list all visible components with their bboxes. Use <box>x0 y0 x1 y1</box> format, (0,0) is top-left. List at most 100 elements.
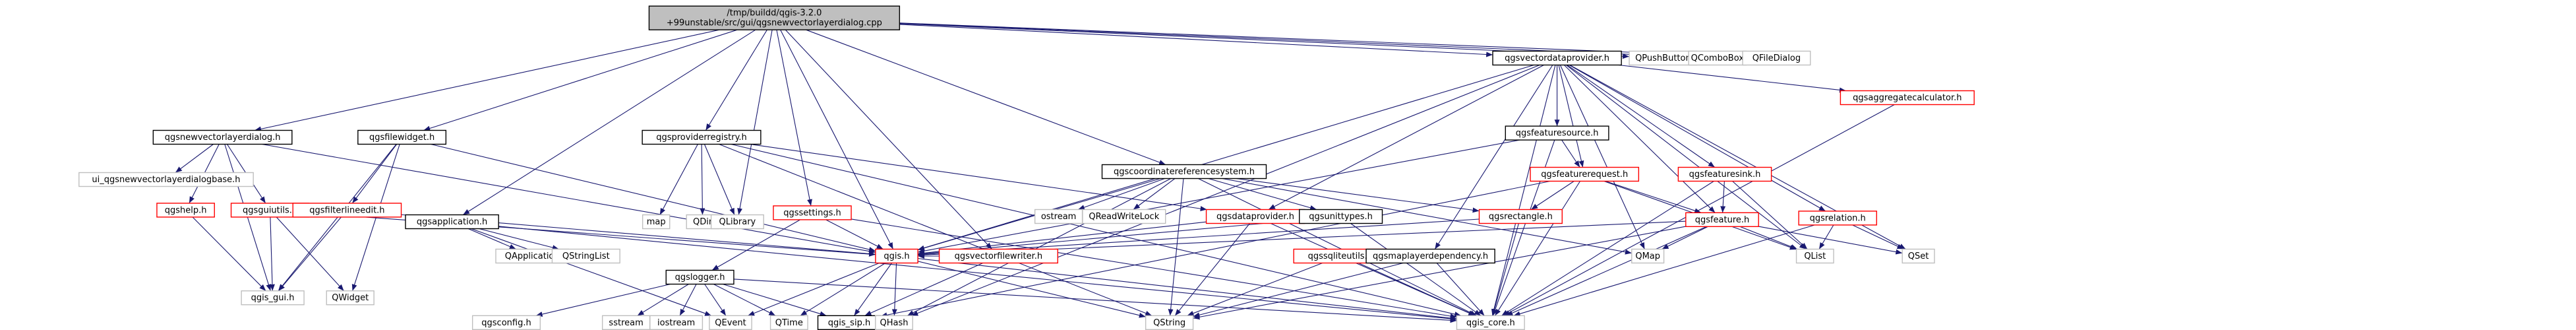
node-qwidget: QWidget <box>326 290 374 306</box>
node-qgis[interactable]: qgis.h <box>875 248 918 264</box>
node-label: QDir <box>693 217 713 227</box>
node-fsrc[interactable]: qgsfeaturesource.h <box>1505 125 1609 141</box>
edge-vfw-to-qsip <box>864 262 984 316</box>
edge-vdp-to-aggc <box>1618 64 1846 93</box>
node-label: QWidget <box>332 293 369 303</box>
node-help[interactable]: qgshelp.h <box>156 203 215 218</box>
node-guiut[interactable]: qgsguiutils.h <box>230 203 310 218</box>
node-label: qgsfilewidget.h <box>369 133 434 143</box>
edge-feat-to-qlist <box>1739 226 1798 250</box>
edge-dprov-to-qstring <box>1174 223 1250 316</box>
node-fw[interactable]: qgsfilewidget.h <box>357 129 447 145</box>
node-box <box>1456 315 1525 330</box>
node-label: QLibrary <box>719 217 756 227</box>
node-box <box>1798 211 1877 226</box>
edge-fw-to-qwidget <box>351 144 400 291</box>
edge-logger-to-qconfig <box>535 283 671 317</box>
node-vfw[interactable]: qgsvectorfilewriter.h <box>938 248 1058 264</box>
edge-preg-to-qstring <box>719 143 1153 316</box>
edge-root-to-vfw <box>785 29 992 249</box>
node-logger[interactable]: qgslogger.h <box>665 269 734 285</box>
node-label: qgsnewvectorlayerdialog.h <box>165 133 281 143</box>
edge-app-to-qapp <box>467 228 516 250</box>
node-fle[interactable]: qgsfilterlineedit.h <box>292 203 402 218</box>
edge-slite-to-qcore <box>1356 262 1476 316</box>
edge-layer <box>175 22 1906 323</box>
node-freq[interactable]: qgsfeaturerequest.h <box>1530 166 1640 182</box>
node-box <box>551 248 620 264</box>
edge-guiut-to-qgui <box>270 216 275 291</box>
edge-vdp-to-qcore <box>1491 65 1556 316</box>
edge-rel-to-qlist <box>1818 224 1834 249</box>
node-qstring: QString <box>1145 315 1194 330</box>
node-label: iostream <box>657 318 695 328</box>
edge-mld-to-qstring <box>1193 262 1404 318</box>
node-qsl: QStringList <box>551 248 620 264</box>
node-dprov[interactable]: qgsdataprovider.h <box>1205 209 1305 224</box>
node-label: QList <box>1804 251 1826 261</box>
edge-nvld-to-uibase <box>175 144 214 173</box>
edge-qgis-to-qcore <box>918 258 1457 321</box>
node-label: QReadWriteLock <box>1089 212 1159 222</box>
edge-vdp-to-fsink <box>1567 65 1716 168</box>
edge-feat-to-qcore <box>1506 226 1707 316</box>
node-label: qgssettings.h <box>783 208 841 218</box>
node-label: QComboBox <box>1691 53 1745 63</box>
node-box <box>1677 166 1772 182</box>
node-vdp[interactable]: qgsvectordataprovider.h <box>1492 50 1622 66</box>
node-box <box>1795 248 1834 264</box>
edge-vdp-to-qlist <box>1565 65 1807 249</box>
edge-fsink-to-qlist <box>1732 181 1808 249</box>
node-fsink[interactable]: qgsfeaturesink.h <box>1677 166 1772 182</box>
node-slite[interactable]: qgssqliteutils.h <box>1293 248 1388 264</box>
edge-freq-to-feat <box>1605 180 1702 213</box>
node-label: QTime <box>775 318 803 328</box>
edge-crs-to-qcore <box>1198 178 1477 316</box>
edge-root-to-vdp <box>899 24 1493 57</box>
node-qsip[interactable]: qgis_sip.h <box>817 315 882 330</box>
edge-root-to-preg <box>705 29 767 131</box>
node-root[interactable]: /tmp/buildd/qgis-3.2.0+99unstable/src/gu… <box>648 5 901 30</box>
edge-nvld-to-qgis <box>262 143 876 254</box>
edge-qgis-to-qhash <box>891 263 897 316</box>
node-label: qgscoordinatereferencesystem.h <box>1114 167 1255 177</box>
node-ostream: ostream <box>1034 209 1083 224</box>
node-box <box>665 269 734 285</box>
edge-logger-to-qcore <box>733 279 1457 323</box>
node-sett[interactable]: qgssettings.h <box>773 205 852 220</box>
node-label: QString <box>1153 318 1185 328</box>
node-map: map <box>642 214 671 230</box>
node-label: qgis_core.h <box>1466 318 1515 328</box>
node-box <box>710 214 764 230</box>
node-utypes[interactable]: qgsunittypes.h <box>1298 209 1383 224</box>
node-rel[interactable]: qgsrelation.h <box>1798 211 1877 226</box>
edge-fle-to-qgui <box>278 216 342 292</box>
node-label: qgis.h <box>884 251 909 261</box>
node-label: qgssqliteutils.h <box>1308 251 1373 261</box>
node-preg[interactable]: qgsproviderregistry.h <box>642 129 762 145</box>
edge-vdp-to-feat <box>1563 65 1716 213</box>
node-box <box>1478 209 1563 224</box>
node-nvld[interactable]: qgsnewvectorlayerdialog.h <box>152 129 293 145</box>
edge-vdp-to-qmap <box>1559 65 1645 249</box>
edge-preg-to-dprov <box>750 143 1207 212</box>
node-label: qgsapplication.h <box>417 217 487 227</box>
node-mld[interactable]: qgsmaplayerdependency.h <box>1365 248 1495 264</box>
node-aggc[interactable]: qgsaggregatecalculator.h <box>1840 90 1975 106</box>
node-qconfig: qgsconfig.h <box>471 315 541 330</box>
node-crs[interactable]: qgscoordinatereferencesystem.h <box>1101 164 1267 180</box>
node-qmap: QMap <box>1631 248 1665 264</box>
node-feat[interactable]: qgsfeature.h <box>1685 212 1759 227</box>
node-app[interactable]: qgsapplication.h <box>405 214 499 230</box>
node-qhash: QHash <box>875 315 913 330</box>
edge-fsrc-to-freq <box>1561 139 1580 168</box>
edge-sett-to-qgis <box>825 219 884 249</box>
edge-fw-to-fle <box>351 144 398 204</box>
node-label: qgsconfig.h <box>481 318 531 328</box>
edge-crs-to-qstring <box>1168 178 1184 316</box>
edge-qgis-to-qevent <box>748 262 880 316</box>
node-uibase: ui_qgsnewvectorlayerdialogbase.h <box>78 172 254 187</box>
node-rect[interactable]: qgsrectangle.h <box>1478 209 1563 224</box>
edge-root-to-app <box>462 29 756 215</box>
